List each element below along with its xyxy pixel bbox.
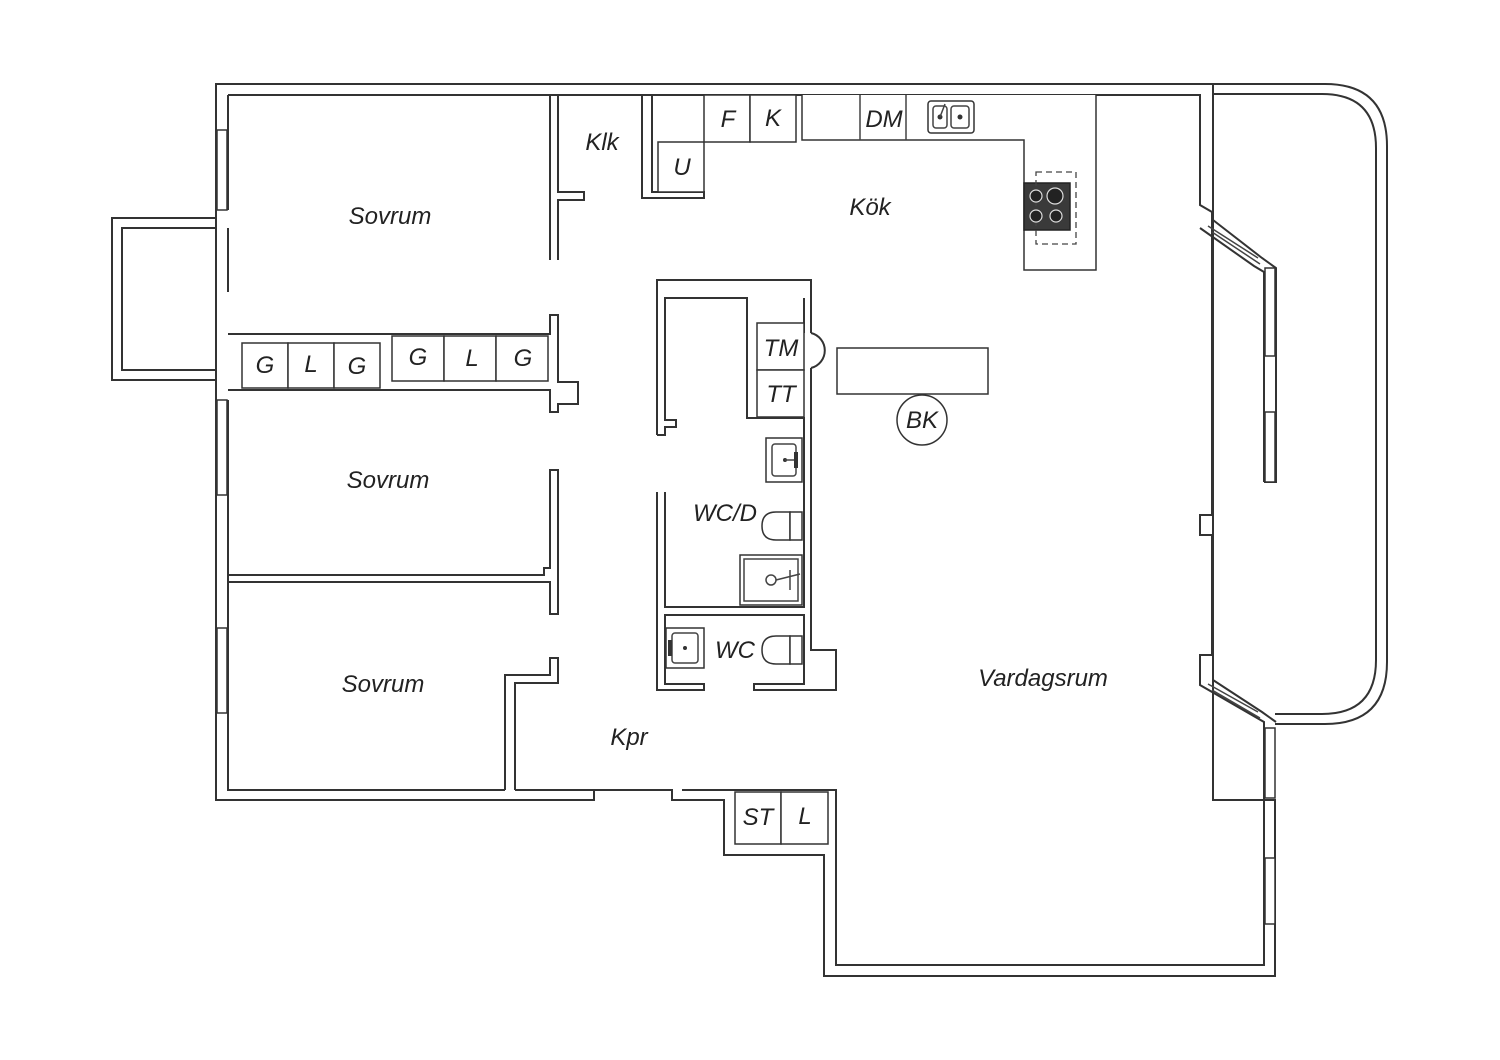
fixture-label-k: K [765,105,782,132]
room-label-vardagsrum: Vardagsrum [978,665,1108,692]
room-label-wc: WC [715,637,756,664]
wardrobes [241,335,549,389]
fixture-label-tt: TT [766,381,798,408]
wardrobe-label: L [465,345,478,372]
wardrobe-label: G [409,344,428,371]
room-label-kok: Kök [849,194,892,221]
hall-cabinets [734,791,829,845]
wardrobe-label: G [348,353,367,380]
wardrobe-label: L [304,351,317,378]
kitchen-counters [641,94,1097,271]
bedroom-walls [228,95,585,790]
fixture-label-st: ST [743,804,776,831]
room-label-wc-d: WC/D [693,500,757,527]
fixture-label-f: F [721,106,737,133]
room-labels: Sovrum Sovrum Sovrum Klk Kök Vardagsrum … [342,129,1108,751]
fixture-labels: F K DM U TM TT BK ST L G L G G L G [256,105,939,831]
dining-table [836,347,989,446]
wardrobe-label: G [256,352,275,379]
small-toilet-icon [761,635,803,665]
room-label-sovrum: Sovrum [347,467,430,494]
fixture-label-u: U [673,154,691,181]
room-label-klk: Klk [585,129,620,156]
toilet-icon [761,511,803,541]
sink-icon [765,437,803,483]
kitchen-sink-icon [927,100,975,134]
right-balcony [1213,83,1388,725]
shower-icon [739,554,803,606]
fixture-label-dm: DM [865,106,902,133]
fixture-label-tm: TM [764,335,799,362]
laundry-units [756,322,805,418]
room-label-sovrum: Sovrum [349,203,432,230]
left-balcony [111,217,216,381]
windows [216,129,1276,925]
stove-icon [1023,171,1077,245]
room-label-sovrum: Sovrum [342,671,425,698]
outer-walls [215,83,1276,977]
room-label-kpr: Kpr [610,724,648,751]
small-sink-icon [665,627,705,669]
fixture-label-l: L [798,803,811,830]
fixture-label-bk: BK [906,407,939,434]
wardrobe-label: G [514,345,533,372]
